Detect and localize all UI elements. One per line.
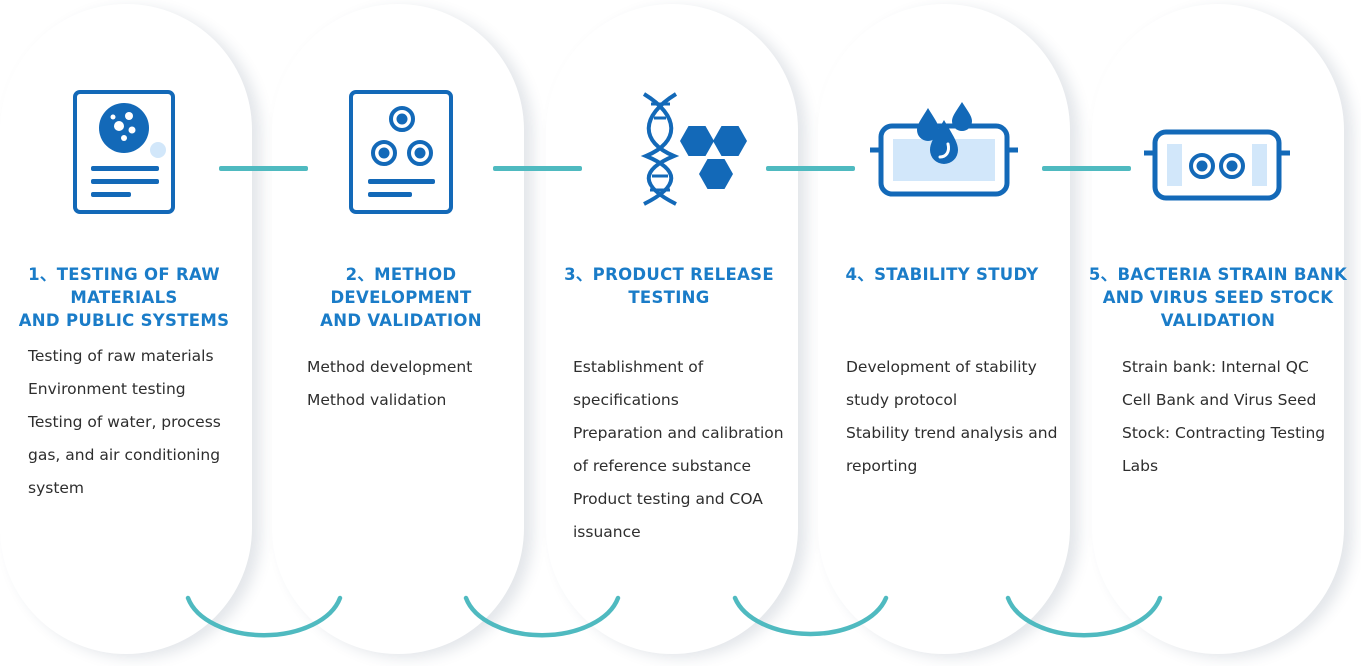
stage-title-line: AND VIRUS SEED STOCK [1102, 288, 1334, 307]
stage-title-1: 1、TESTING OF RAW MATERIALS AND PUBLIC SY… [4, 263, 244, 332]
stage-items-5: Strain bank: Internal QC Cell Bank and V… [1122, 351, 1340, 483]
stage-title-3: 3、PRODUCT RELEASE TESTING [548, 263, 790, 309]
vial-cells-icon [1144, 129, 1290, 201]
link-arc-2 [463, 595, 621, 638]
stage-items-2: Method development Method validation [307, 351, 517, 417]
stage-title-line: MATERIALS [70, 288, 178, 307]
stage-item: Strain bank: Internal QC [1122, 358, 1309, 376]
stage-items-1: Testing of raw materials Environment tes… [28, 340, 243, 505]
link-arc-3 [732, 595, 889, 637]
stage-item: Stability trend analysis and [846, 424, 1058, 442]
stage-capsule-4 [818, 4, 1070, 654]
stage-item: reporting [846, 457, 918, 475]
link-arc-1 [185, 595, 343, 638]
stage-capsule-3 [546, 4, 798, 654]
dna-hexagon-icon [640, 92, 747, 206]
link-arc-4 [1005, 595, 1163, 638]
stage-title-line: 5、BACTERIA STRAIN BANK [1088, 265, 1348, 284]
stage-title-line: 4、STABILITY STUDY [845, 265, 1039, 284]
stage-item: Testing of water, process [28, 413, 221, 431]
stage-item: Labs [1122, 457, 1159, 475]
stage-item: Preparation and calibration [573, 424, 784, 442]
stage-item: of reference substance [573, 457, 752, 475]
stage-title-5: 5、BACTERIA STRAIN BANK AND VIRUS SEED ST… [1082, 263, 1354, 332]
stage-item: specifications [573, 391, 679, 409]
stage-item: Establishment of [573, 358, 704, 376]
stage-item: issuance [573, 523, 641, 541]
stage-item: Method development [307, 358, 473, 376]
stage-title-line: DEVELOPMENT [330, 288, 472, 307]
connector-line-2 [493, 166, 582, 171]
stage-capsule-2 [272, 4, 524, 654]
stage-title-line: TESTING [628, 288, 710, 307]
stage-title-line: 2、METHOD [345, 265, 457, 284]
stage-title-2: 2、METHOD DEVELOPMENT AND VALIDATION [281, 263, 521, 332]
stage-title-line: 3、PRODUCT RELEASE [564, 265, 774, 284]
stage-items-4: Development of stability study protocol … [846, 351, 1061, 483]
stage-items-3: Establishment of specifications Preparat… [573, 351, 791, 549]
stage-item: Testing of raw materials [28, 347, 214, 365]
stage-title-line: AND PUBLIC SYSTEMS [18, 311, 230, 330]
stage-item: Development of stability [846, 358, 1037, 376]
drops-chamber-icon [870, 102, 1018, 197]
stage-item: Product testing and COA [573, 490, 763, 508]
stage-item: Stock: Contracting Testing [1122, 424, 1326, 442]
stage-item: Method validation [307, 391, 447, 409]
stage-item: study protocol [846, 391, 958, 409]
connector-line-4 [1042, 166, 1131, 171]
connector-line-3 [766, 166, 855, 171]
stage-capsule-5 [1092, 4, 1344, 654]
stage-title-line: VALIDATION [1160, 311, 1276, 330]
stage-item: Environment testing [28, 380, 186, 398]
stage-item: gas, and air conditioning [28, 446, 221, 464]
petri-dish-document-icon [73, 90, 175, 214]
stage-title-4: 4、STABILITY STUDY [822, 263, 1062, 286]
stage-item: system [28, 479, 85, 497]
stage-item: Cell Bank and Virus Seed [1122, 391, 1317, 409]
stage-title-line: 1、TESTING OF RAW [28, 265, 220, 284]
connector-line-1 [219, 166, 308, 171]
stage-title-line: AND VALIDATION [320, 311, 482, 330]
cells-document-icon [349, 90, 453, 214]
